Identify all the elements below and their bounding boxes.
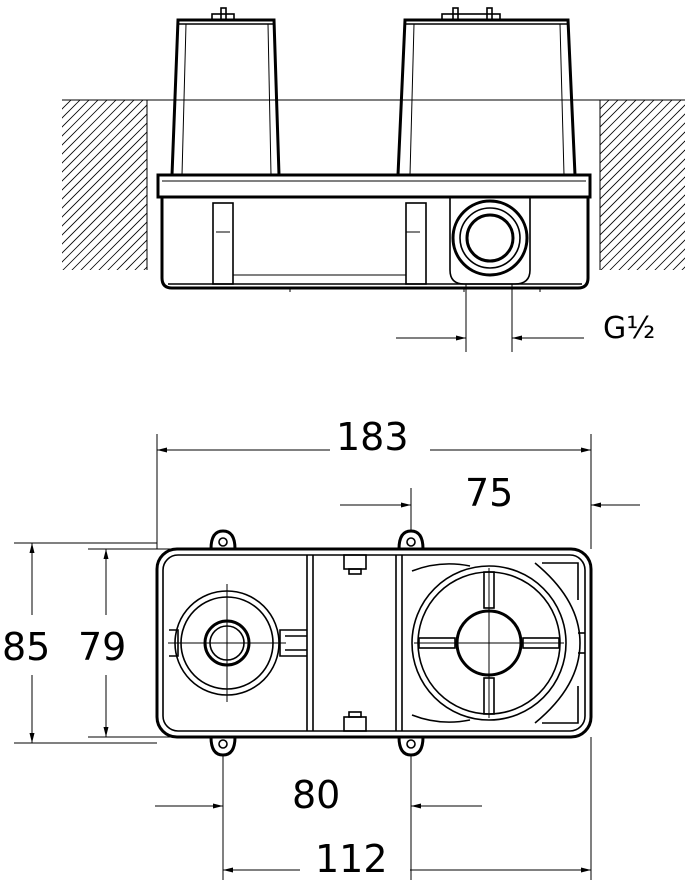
central-channel: [306, 554, 403, 732]
dimension-lines: [14, 434, 640, 880]
dim-inner-height: 79: [78, 625, 126, 669]
housing-body: [160, 196, 590, 292]
dim-mount-spacing: 112: [315, 837, 388, 881]
plan-view: [155, 529, 593, 757]
left-cartridge-cap: [170, 7, 281, 176]
side-view: G½: [62, 7, 685, 352]
wall-hatch-right: [600, 100, 685, 270]
dim-hole-spacing: 80: [292, 773, 340, 817]
mounting-flange: [156, 173, 592, 199]
thread-dimension: [396, 284, 584, 352]
left-valve-seat: [168, 584, 307, 702]
right-valve-seat: [411, 562, 585, 724]
dim-overall-height: 85: [2, 625, 50, 669]
dim-overall-width: 183: [336, 415, 409, 459]
plan-outer-body: [155, 547, 593, 739]
dim-right-offset: 75: [465, 471, 513, 515]
thread-size-label: G½: [603, 311, 655, 346]
wall-hatch-left: [62, 100, 147, 270]
outlet-port: [449, 197, 531, 285]
dimension-labels: 183 75 85 79 80 112: [2, 415, 513, 881]
right-cartridge-cap: [396, 7, 577, 176]
